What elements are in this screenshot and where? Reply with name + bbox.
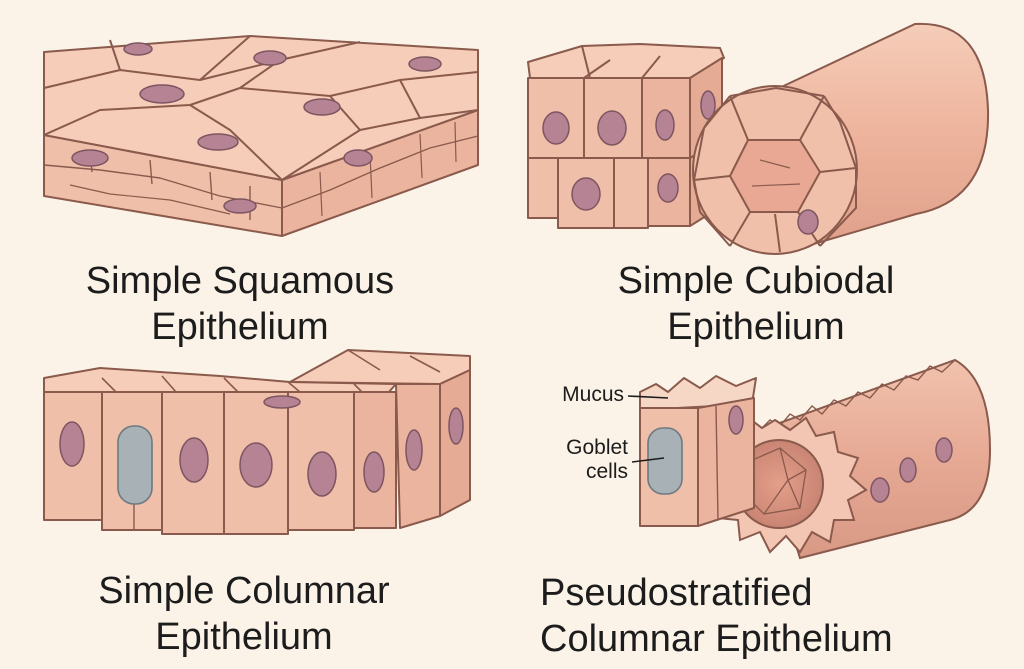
pseudostratified-caption-line2: Columnar Epithelium — [540, 618, 893, 660]
cuboidal-tube — [692, 22, 990, 255]
goblet-cell — [647, 427, 683, 495]
cuboidal-caption-line1: Simple Cubiodal — [617, 260, 895, 302]
squamous-caption-line2: Epithelium — [151, 306, 329, 348]
mucus-label-text: Mucus — [562, 383, 624, 406]
pseudostratified-caption: Pseudostratified Columnar Epithelium — [540, 570, 940, 662]
mucus-leader-line — [627, 395, 669, 399]
cuboidal-block-nuclei — [542, 90, 716, 211]
columnar-caption-line1: Simple Columnar — [98, 570, 390, 612]
squamous-caption-line1: Simple Squamous — [85, 260, 395, 302]
squamous-tissue — [43, 35, 479, 237]
pseudostratified-block-nucleus — [728, 405, 744, 435]
columnar-caption-line2: Epithelium — [155, 616, 333, 658]
columnar-caption: Simple Columnar Epithelium — [74, 568, 414, 660]
squamous-nuclei — [71, 42, 442, 214]
goblet-label-line2: cells — [585, 460, 628, 483]
cuboidal-caption: Simple Cubiodal Epithelium — [596, 258, 916, 350]
pseudostratified-caption-line1: Pseudostratified — [540, 572, 813, 614]
pseudostratified-tube-nuclei — [870, 437, 953, 503]
cuboidal-tube-nucleus — [797, 209, 819, 235]
goblet-leader-line — [631, 457, 665, 463]
cuboidal-caption-line2: Epithelium — [667, 306, 845, 348]
columnar-tissue — [43, 349, 471, 535]
columnar-nuclei — [59, 395, 464, 497]
goblet-cells-label: Goblet cells — [520, 436, 628, 484]
squamous-caption: Simple Squamous Epithelium — [70, 258, 410, 350]
columnar-goblet-cell — [117, 425, 153, 505]
goblet-label-line1: Goblet — [566, 436, 628, 459]
mucus-label: Mucus — [520, 383, 624, 407]
